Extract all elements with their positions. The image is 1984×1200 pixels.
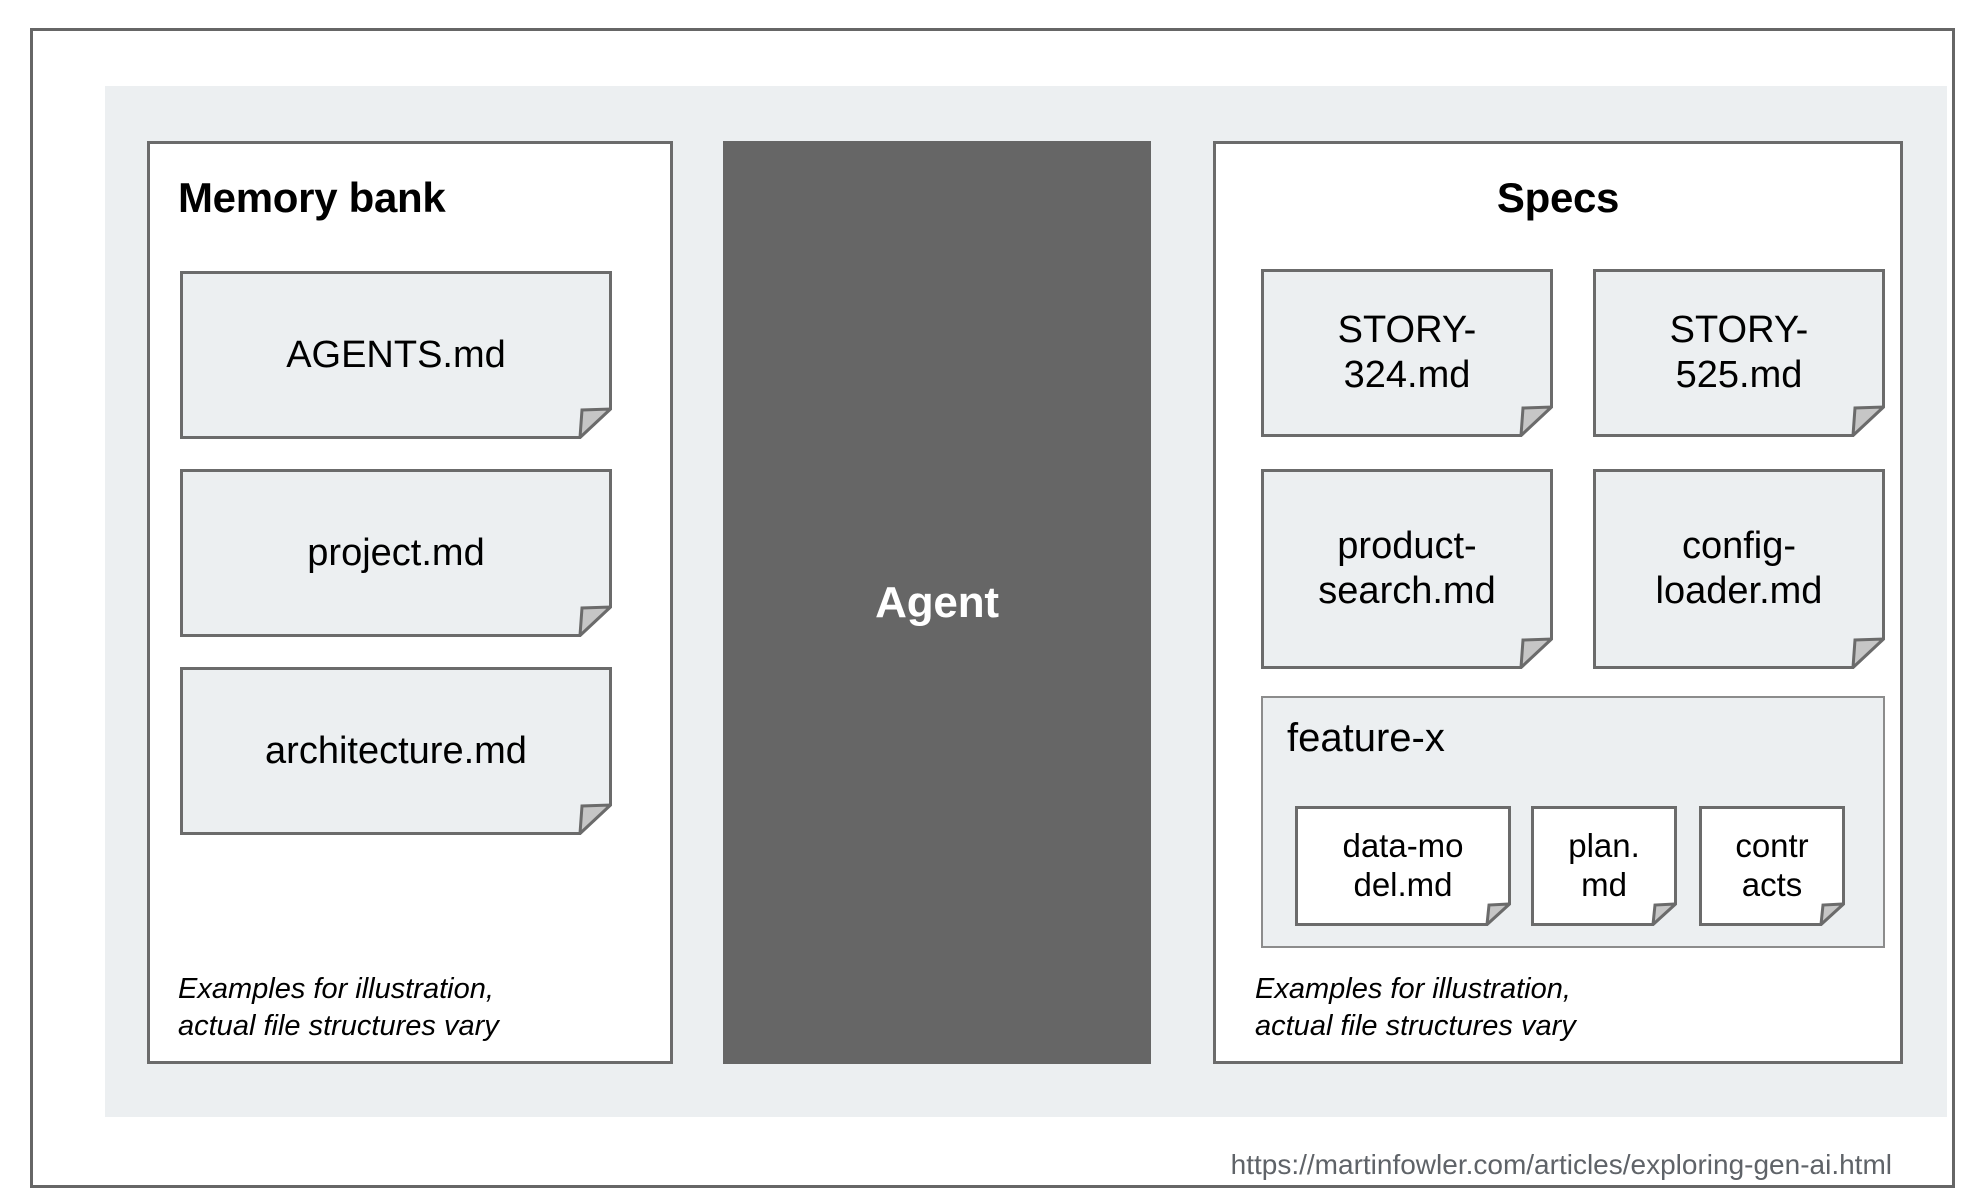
document-story-324-md[interactable]: STORY- 324.md [1261,269,1553,437]
document-label: data-mo del.md [1342,827,1464,903]
document-label: AGENTS.md [286,333,506,376]
document-architecture-md[interactable]: architecture.md [180,667,612,835]
source-url: https://martinfowler.com/articles/explor… [1230,1149,1892,1180]
agent-block[interactable]: Agent [723,141,1151,1064]
document-data-model-md[interactable]: data-mo del.md [1295,806,1511,926]
document-label: contr acts [1735,827,1809,903]
specs-title: Specs [1496,174,1620,221]
document-icon [180,271,612,439]
document-icon [1295,806,1511,926]
memory-bank-footnote: Examples for illustration, actual file s… [178,973,499,1043]
document-label: plan. md [1568,827,1640,903]
document-config-loader-md[interactable]: config- loader.md [1593,469,1885,669]
document-label: STORY- 324.md [1337,309,1477,396]
document-icon [180,667,612,835]
document-product-search-md[interactable]: product- search.md [1261,469,1553,669]
document-icon [1531,806,1677,926]
document-label: config- loader.md [1655,525,1823,612]
document-label: STORY- 525.md [1669,309,1809,396]
agent-label: Agent [875,577,999,627]
memory-bank-title: Memory bank [178,174,446,221]
document-story-525-md[interactable]: STORY- 525.md [1593,269,1885,437]
specs-footnote: Examples for illustration, actual file s… [1255,973,1576,1043]
feature-x-title: feature-x [1287,716,1445,760]
document-icon [1261,469,1553,669]
document-project-md[interactable]: project.md [180,469,612,637]
document-icon [180,469,612,637]
document-icon [1261,269,1553,437]
document-icon [1593,469,1885,669]
document-icon [1699,806,1845,926]
document-plan-md[interactable]: plan. md [1531,806,1677,926]
document-label: project.md [307,531,485,574]
document-label: architecture.md [265,729,527,772]
document-label: product- search.md [1318,525,1496,612]
document-agents-md[interactable]: AGENTS.md [180,271,612,439]
document-contracts[interactable]: contr acts [1699,806,1845,926]
outer-frame: Memory bank AGENTS.md project.md archite… [30,28,1955,1188]
document-icon [1593,269,1885,437]
